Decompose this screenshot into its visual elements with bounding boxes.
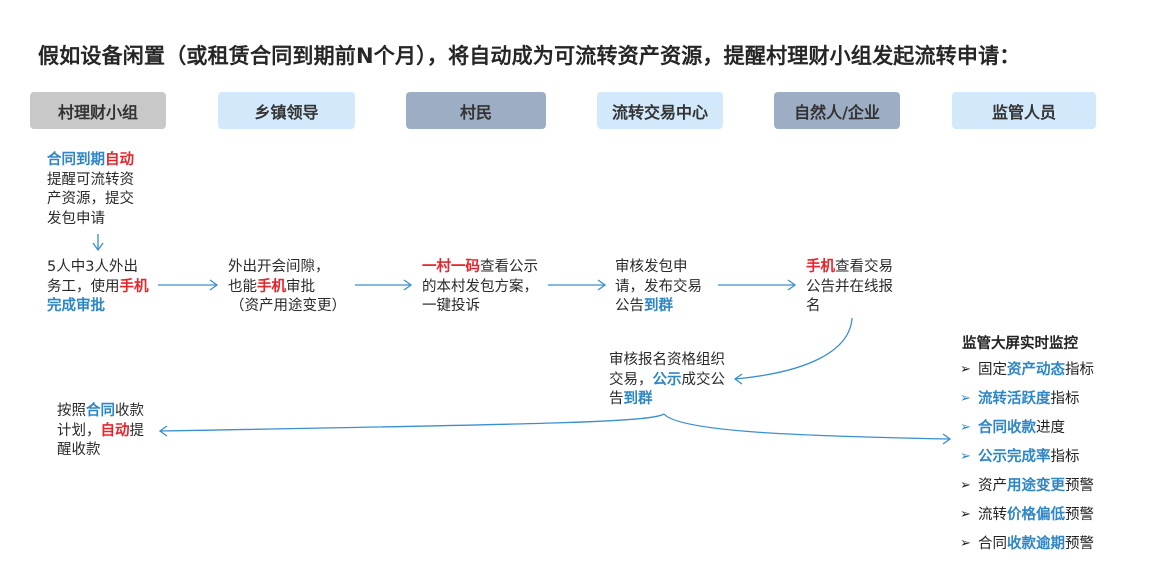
role-transfer-trading-center: 流转交易中心 — [597, 92, 723, 129]
step-text: 提醒可流转资产资源，提交发包申请 — [47, 171, 134, 227]
item-highlight: 合同收款 — [978, 420, 1036, 436]
step-text: 外出开会间隙， — [228, 259, 330, 275]
highlight-text: 合同 — [86, 403, 115, 419]
monitor-item: ➢ 流转活跃度指标 — [960, 389, 1094, 418]
highlight-text: 自动 — [105, 152, 134, 168]
item-text: 合同 — [978, 536, 1007, 552]
arrow-step6-to-step7 — [733, 317, 853, 385]
monitor-item: ➢ 固定资产动态指标 — [960, 360, 1094, 389]
arrowhead-bullet-icon: ➢ — [960, 449, 971, 464]
highlight-text: 手机 — [806, 259, 835, 275]
highlight-text: 动 — [115, 422, 130, 439]
page-title: 假如设备闲置（或租赁合同到期前N个月），将自动成为可流转资产资源，提醒村理财小组… — [38, 44, 1021, 68]
step-mobile-approval: 5人中3人外出务工，使用手机完成审批 — [47, 258, 149, 317]
step-text: 按照 — [57, 403, 86, 419]
item-highlight: 资产动态 — [1007, 362, 1065, 378]
role-township-leader: 乡镇领导 — [218, 92, 355, 129]
arrow-step3-to-step4 — [355, 279, 413, 291]
step-text: （资产用途变更） — [230, 298, 346, 314]
monitor-title: 监管大屏实时监控 — [962, 336, 1078, 352]
item-text: 指标 — [1050, 391, 1080, 407]
highlight-text: 自 — [100, 422, 116, 439]
arrowhead-bullet-icon: ➢ — [960, 362, 971, 377]
arrow-step1-to-step2 — [92, 234, 104, 252]
monitor-item: ➢ 公示完成率指标 — [960, 447, 1094, 476]
step-text: 成交公告 — [609, 371, 725, 408]
step-organize-trade: 审核报名资格组织交易，公示成交公告到群 — [609, 351, 727, 410]
step-contract-expiry: 合同到期自动提醒可流转资产资源，提交发包申请 — [47, 151, 147, 229]
monitor-item: ➢ 流转价格偏低预警 — [960, 505, 1094, 534]
step-text: 查看公示的本村发包方案，一键投诉 — [422, 259, 538, 314]
arrow-step7-to-step8 — [158, 413, 665, 437]
highlight-text: 完成审批 — [47, 298, 105, 314]
highlight-text: 一村一码 — [422, 259, 480, 275]
step-villager-view: 一村一码查看公示的本村发包方案，一键投诉 — [422, 258, 540, 317]
item-highlight: 用途变更 — [1007, 478, 1065, 494]
item-text: 流转 — [978, 507, 1007, 523]
arrowhead-bullet-icon: ➢ — [960, 420, 971, 435]
step-publish-announcement: 审核发包申请，发布交易公告到群 — [615, 258, 703, 317]
item-text: 指标 — [1050, 449, 1080, 465]
monitor-item: ➢ 合同收款进度 — [960, 418, 1094, 447]
monitor-item: ➢ 合同收款逾期预警 — [960, 534, 1094, 563]
step-text: 审批 — [286, 278, 315, 295]
role-supervisor: 监管人员 — [952, 92, 1096, 129]
arrow-step2-to-step3 — [158, 279, 219, 291]
highlight-text: 到群 — [644, 298, 673, 314]
step-text: 审核发包申请，发布交易公告 — [615, 259, 702, 314]
monitor-item: ➢ 资产用途变更预警 — [960, 476, 1094, 505]
step-text: 审核报名资格组织交易， — [609, 352, 725, 388]
highlight-text: 手机 — [257, 278, 286, 295]
arrowhead-bullet-icon: ➢ — [960, 536, 971, 551]
step-payment-reminder: 按照合同收款计划，自动提醒收款 — [57, 402, 147, 461]
highlight-text: 公示 — [652, 371, 682, 388]
arrow-step4-to-step5 — [548, 279, 607, 291]
highlight-text: 合同到期 — [47, 152, 105, 168]
step-text: 收款计划， — [57, 403, 144, 439]
step-text: 5人中3人外出务工，使用 — [47, 259, 138, 295]
arrow-step7-to-monitor — [663, 413, 952, 445]
item-highlight: 流转活跃度 — [978, 391, 1051, 407]
item-text: 指标 — [1065, 362, 1094, 378]
arrowhead-bullet-icon: ➢ — [960, 478, 971, 493]
step-text: 查看交易公告并在线报名 — [806, 259, 893, 314]
arrow-step5-to-step6 — [718, 279, 797, 291]
item-text: 预警 — [1065, 507, 1094, 523]
item-highlight: 收款逾期 — [1007, 536, 1065, 552]
item-text: 预警 — [1065, 536, 1094, 552]
highlight-text: 到群 — [623, 391, 653, 407]
item-text: 资产 — [978, 478, 1007, 494]
item-text: 进度 — [1036, 420, 1065, 436]
role-village-finance-group: 村理财小组 — [30, 92, 166, 129]
highlight-text: 手机 — [119, 278, 149, 295]
item-text: 固定 — [978, 362, 1007, 378]
monitor-list: ➢固定资产动态指标 ➢流转活跃度指标 ➢合同收款进度 ➢公示完成率指标 ➢资产用… — [960, 360, 1094, 563]
role-villagers: 村民 — [406, 92, 546, 129]
step-online-register: 手机查看交易公告并在线报名 — [806, 258, 894, 317]
item-text: 预警 — [1065, 478, 1094, 494]
arrowhead-bullet-icon: ➢ — [960, 391, 971, 406]
role-individual-enterprise: 自然人/企业 — [774, 92, 900, 129]
step-township-approval: 外出开会间隙， 也能手机审批 （资产用途变更） — [228, 258, 358, 317]
step-text: 也能 — [228, 278, 257, 295]
step-text: 提醒收款 — [57, 422, 144, 459]
item-highlight: 公示完成率 — [978, 449, 1051, 465]
arrowhead-bullet-icon: ➢ — [960, 507, 971, 522]
item-highlight: 价格偏低 — [1007, 507, 1065, 523]
